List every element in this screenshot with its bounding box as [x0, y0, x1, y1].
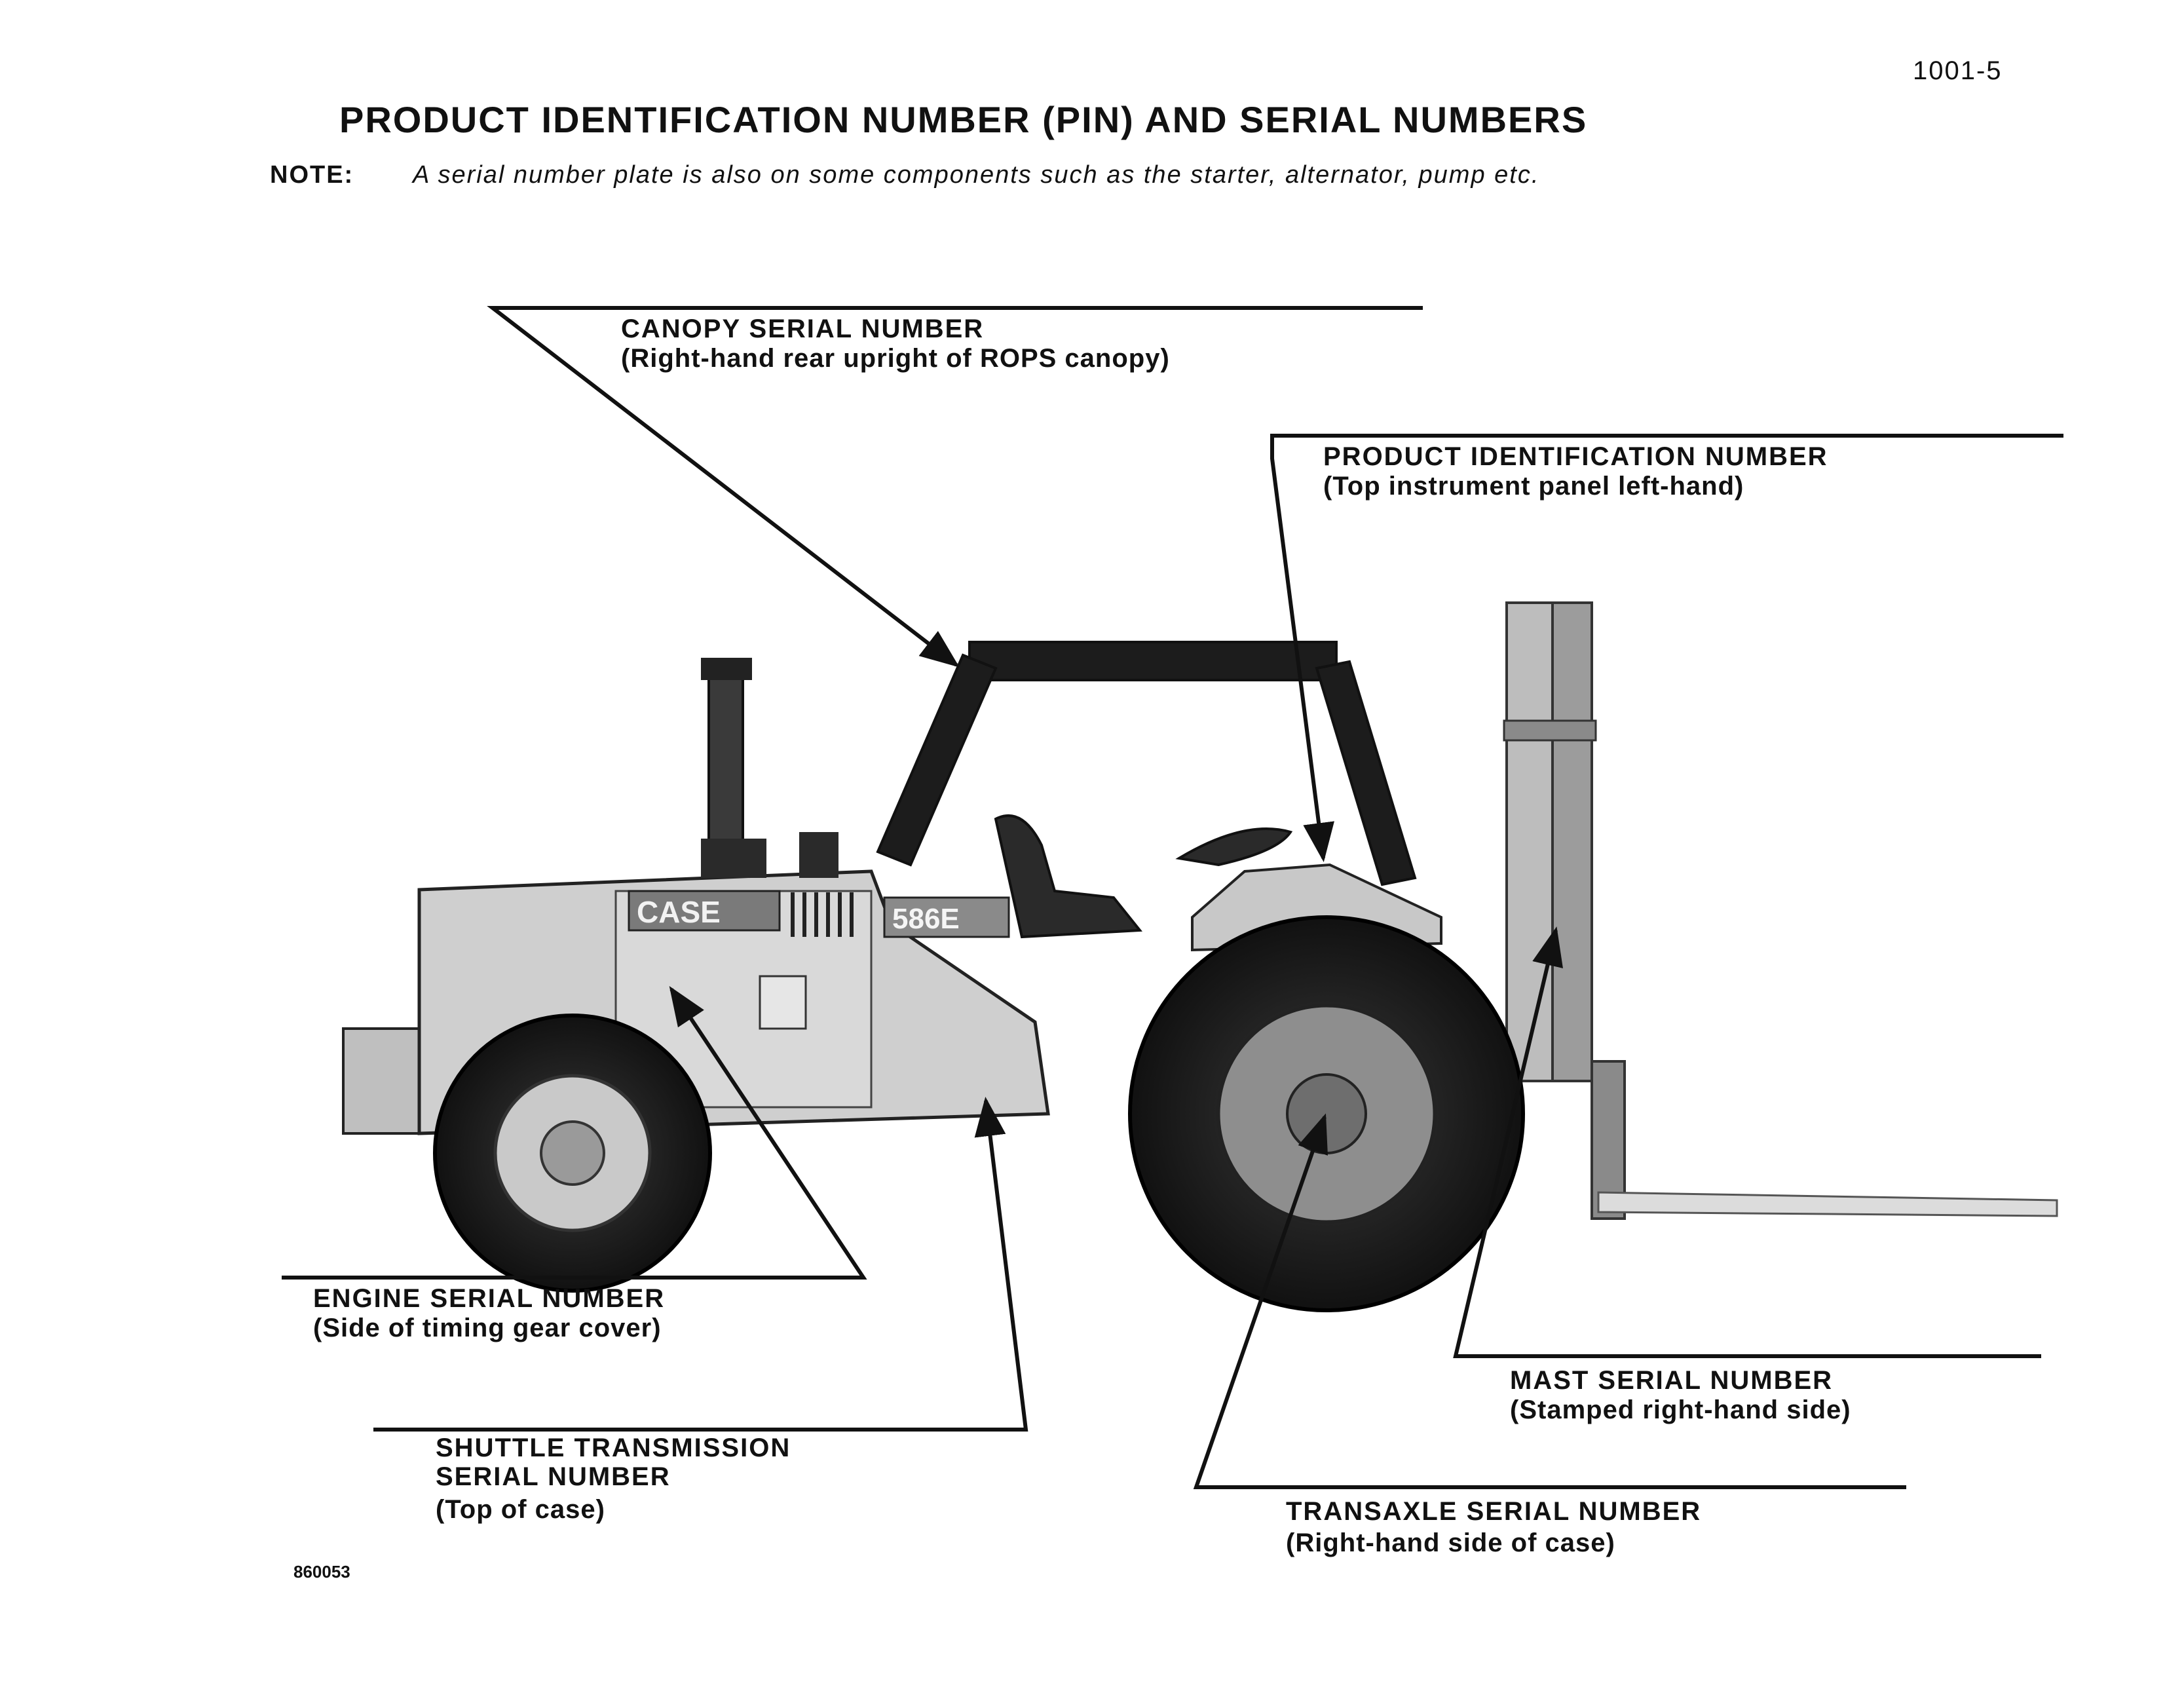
air-intake: [701, 839, 766, 878]
side-access-panel: [759, 975, 807, 1030]
mast-serial-title: MAST SERIAL NUMBER: [1510, 1366, 1834, 1395]
shuttle-leader-line: [373, 1097, 1028, 1432]
case-logo-badge: [628, 890, 781, 932]
transaxle-serial-title: TRANSAXLE SERIAL NUMBER: [1286, 1497, 1702, 1526]
fork-tines: [1597, 1191, 2058, 1217]
air-cleaner: [799, 832, 838, 878]
steering-wheel: [1175, 827, 1293, 867]
pin-title: PRODUCT IDENTIFICATION NUMBER: [1323, 442, 1828, 471]
forklift-illustration: CASE 586E: [342, 601, 2058, 1312]
callout-leaders: [282, 306, 2063, 1489]
pin-location: (Top instrument panel left-hand): [1323, 472, 1744, 501]
shuttle-serial-location: (Top of case): [436, 1495, 605, 1524]
page-title: PRODUCT IDENTIFICATION NUMBER (PIN) AND …: [339, 99, 1588, 140]
note-text: A serial number plate is also on some co…: [413, 161, 1540, 189]
engine-leader-line: [282, 986, 867, 1280]
shuttle-serial-title-line2: SERIAL NUMBER: [436, 1462, 671, 1491]
note-label: NOTE:: [270, 161, 354, 189]
engine-serial-title: ENGINE SERIAL NUMBER: [313, 1284, 666, 1313]
canopy-serial-title: CANOPY SERIAL NUMBER: [621, 314, 985, 343]
rear-counterweight: [342, 1027, 423, 1135]
shuttle-serial-title-line1: SHUTTLE TRANSMISSION: [436, 1433, 791, 1462]
mast-serial-location: (Stamped right-hand side): [1510, 1395, 1851, 1424]
model-badge: [883, 896, 1010, 938]
case-logo-text: CASE: [637, 895, 721, 929]
exhaust-cap: [701, 658, 752, 680]
transaxle-leader-line: [1193, 1113, 1906, 1489]
mast: [1503, 601, 1597, 1082]
page-number: 1001-5: [1913, 56, 2003, 85]
canopy-leader-line: [487, 306, 1423, 668]
engine-serial-location: (Side of timing gear cover): [313, 1314, 662, 1342]
figure-number: 860053: [293, 1562, 350, 1582]
rops-canopy: [876, 641, 1417, 886]
grille-stripes: [791, 892, 854, 937]
rear-wheel: [433, 1014, 712, 1293]
mast-leader-line: [1453, 926, 2041, 1358]
transaxle-serial-location: (Right-hand side of case): [1286, 1528, 1615, 1557]
exhaust-stack: [707, 667, 744, 866]
pin-leader-line: [1270, 434, 2063, 862]
model-badge-text: 586E: [892, 903, 960, 935]
canopy-serial-location: (Right-hand rear upright of ROPS canopy): [621, 344, 1170, 373]
front-wheel: [1128, 915, 1525, 1312]
operator-seat: [994, 814, 1142, 939]
